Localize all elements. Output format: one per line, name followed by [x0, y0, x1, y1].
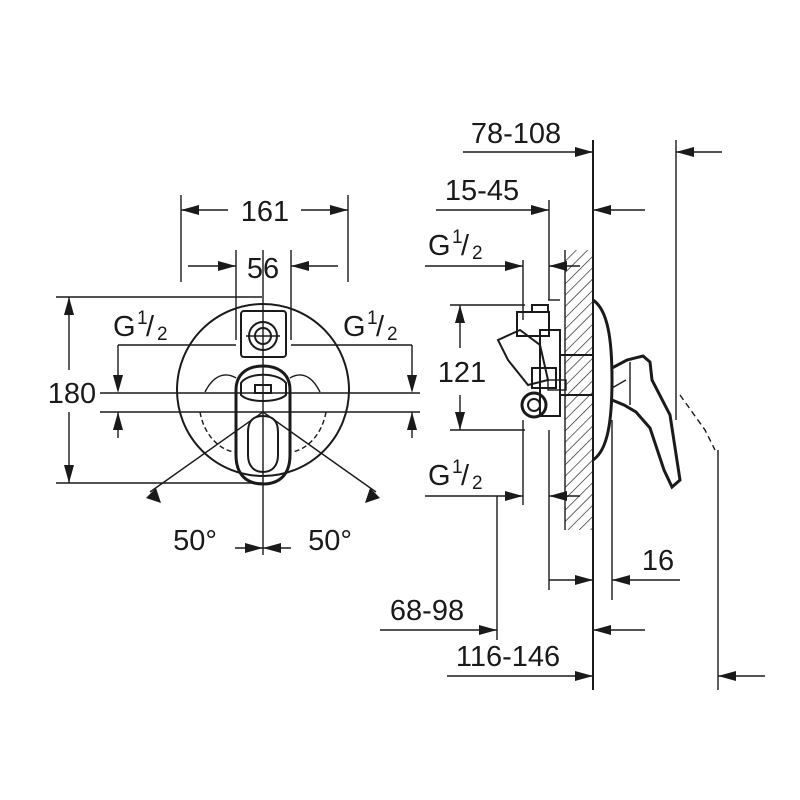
dimension-180-label: 180: [48, 378, 96, 410]
svg-text:1: 1: [452, 457, 463, 478]
svg-text:/: /: [461, 230, 470, 262]
lever-handle-side: [611, 354, 716, 490]
dimension-78-108: 78-108: [463, 118, 722, 420]
side-view: 78-108 15-45 G 1 / 2: [380, 118, 765, 690]
svg-text:1: 1: [367, 308, 378, 329]
svg-text:/: /: [376, 311, 385, 343]
connection-right-label: G 1 / 2: [291, 308, 417, 438]
wall-section: [564, 140, 594, 690]
connection-bottom-label: G 1 / 2: [425, 420, 580, 505]
angle-indicators: 50° 50°: [146, 411, 380, 557]
svg-text:68-98: 68-98: [390, 595, 464, 627]
svg-text:/: /: [146, 311, 155, 343]
valve-connection: [240, 310, 287, 358]
svg-text:16: 16: [642, 545, 674, 577]
dimension-15-45: 15-45: [436, 175, 645, 300]
svg-text:1: 1: [137, 308, 148, 329]
dimension-16: 16: [548, 420, 680, 600]
svg-text:2: 2: [472, 243, 483, 264]
valve-body: [496, 299, 594, 419]
connection-top-label: G 1 / 2: [425, 227, 580, 320]
svg-text:1: 1: [452, 227, 463, 248]
svg-text:2: 2: [157, 324, 168, 345]
dimension-161-label: 161: [241, 196, 289, 228]
dimension-180: 180: [48, 296, 262, 484]
rosette-plate: [176, 303, 350, 477]
svg-text:G: G: [113, 311, 136, 343]
dimension-116-146: 116-146: [447, 450, 765, 690]
dimension-121: 121: [438, 304, 525, 431]
svg-text:2: 2: [472, 473, 483, 494]
dimension-161: 161: [180, 195, 349, 282]
svg-text:G: G: [428, 460, 451, 492]
angle-right-label: 50°: [308, 525, 352, 557]
dimension-68-98: 68-98: [380, 496, 645, 640]
front-view: 161 56 180 G 1 /: [48, 195, 420, 557]
svg-text:78-108: 78-108: [471, 118, 561, 150]
svg-text:/: /: [461, 460, 470, 492]
rosette-profile: [592, 298, 614, 462]
svg-text:2: 2: [387, 324, 398, 345]
connection-left-label: G 1 / 2: [113, 308, 236, 438]
svg-text:G: G: [343, 311, 366, 343]
svg-text:G: G: [428, 230, 451, 262]
svg-text:15-45: 15-45: [445, 175, 519, 207]
angle-left-label: 50°: [173, 525, 217, 557]
svg-text:116-146: 116-146: [456, 641, 560, 673]
svg-text:121: 121: [438, 357, 486, 389]
